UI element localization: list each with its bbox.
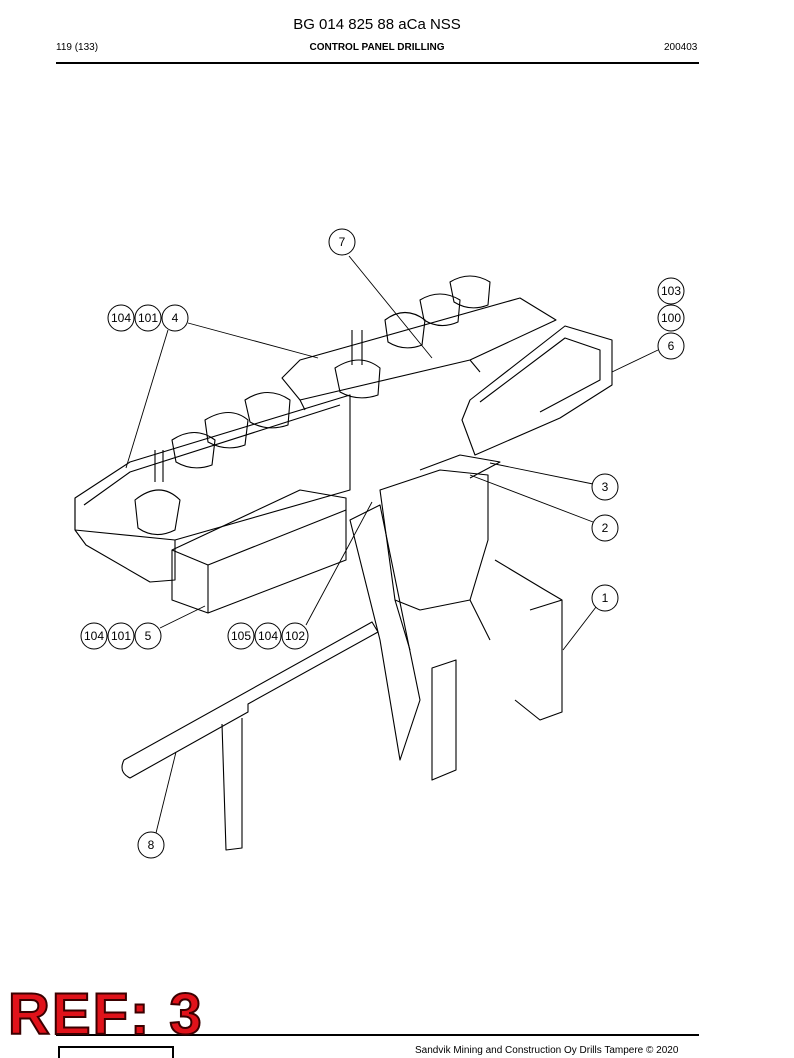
callout-101: 101 — [107, 622, 135, 650]
callout-5: 5 — [134, 622, 162, 650]
header-rule — [56, 62, 699, 64]
callout-4: 4 — [161, 304, 189, 332]
switch-panel — [171, 489, 347, 614]
svg-text:104: 104 — [258, 629, 278, 643]
section-title: CONTROL PANEL DRILLING — [309, 42, 445, 53]
callout-102: 102 — [281, 622, 309, 650]
svg-text:5: 5 — [145, 629, 152, 643]
svg-text:104: 104 — [84, 629, 104, 643]
footer-rule — [56, 1034, 699, 1036]
svg-text:3: 3 — [602, 480, 609, 494]
callout-103: 103 — [657, 277, 685, 305]
ref-stamp: REF: 3 — [7, 982, 204, 1047]
svg-text:6: 6 — [668, 339, 675, 353]
callout-101: 101 — [134, 304, 162, 332]
joysticks — [134, 275, 491, 536]
right-control-panel — [281, 297, 557, 411]
callout-1: 1 — [591, 584, 619, 612]
callout-6: 6 — [657, 332, 685, 360]
callout-2: 2 — [591, 514, 619, 542]
svg-text:1: 1 — [602, 591, 609, 605]
callout-104: 104 — [254, 622, 282, 650]
left-control-panel — [74, 394, 351, 583]
callout-3: 3 — [591, 473, 619, 501]
callout-7: 7 — [328, 228, 356, 256]
svg-text:101: 101 — [111, 629, 131, 643]
sandvik-logo — [58, 1046, 174, 1058]
svg-text:105: 105 — [231, 629, 251, 643]
callout-105: 105 — [227, 622, 255, 650]
page-number: 119 (133) — [56, 42, 99, 53]
document-number: BG 014 825 88 aCa NSS — [293, 16, 461, 33]
callout-100: 100 — [657, 304, 685, 332]
leader-lines — [125, 255, 659, 834]
svg-text:8: 8 — [148, 838, 155, 852]
support-column — [349, 504, 563, 781]
callout-104: 104 — [80, 622, 108, 650]
callout-8: 8 — [137, 831, 165, 859]
right-box — [461, 325, 613, 456]
svg-text:101: 101 — [138, 311, 158, 325]
svg-text:102: 102 — [285, 629, 305, 643]
svg-text:104: 104 — [111, 311, 131, 325]
copyright-notice: Sandvik Mining and Construction Oy Drill… — [415, 1045, 679, 1056]
svg-text:4: 4 — [172, 311, 179, 325]
support-bar — [121, 621, 379, 851]
svg-text:7: 7 — [339, 235, 346, 249]
svg-text:103: 103 — [661, 284, 681, 298]
svg-text:100: 100 — [661, 311, 681, 325]
svg-text:2: 2 — [602, 521, 609, 535]
central-bracket — [379, 454, 501, 651]
document-date: 200403 — [664, 42, 698, 53]
callout-104: 104 — [107, 304, 135, 332]
